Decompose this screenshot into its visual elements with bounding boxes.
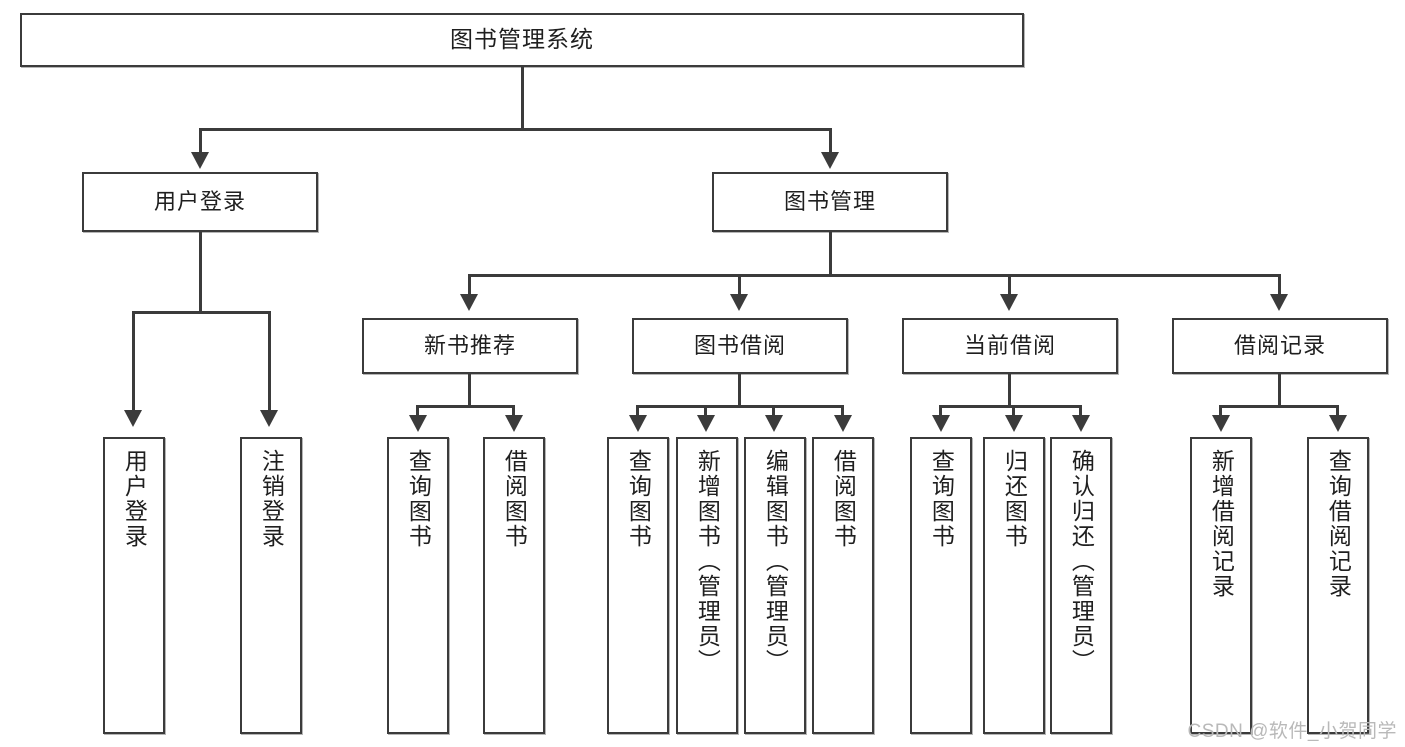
- node-label: 图书管理: [783, 189, 876, 215]
- node-borrow-record[interactable]: 借阅记录: [1172, 318, 1388, 374]
- arrow-root-to-book-management: [821, 152, 839, 169]
- connector-current-c3: [1079, 405, 1082, 417]
- arrow-record-left: [1212, 415, 1230, 432]
- node-label: 图书借阅: [693, 333, 786, 359]
- connector-book-management-stem: [829, 232, 832, 276]
- connector-bm-to-recommend: [468, 274, 471, 296]
- arrow-user-login-right: [260, 410, 278, 427]
- arrow-current-c3: [1072, 415, 1090, 432]
- connector-book-management-bus: [468, 274, 1280, 277]
- connector-root-bus: [199, 128, 831, 131]
- arrow-root-to-user-login: [191, 152, 209, 169]
- arrow-recommend-right: [505, 415, 523, 432]
- connector-borrow-bus: [636, 405, 844, 408]
- node-label: 编辑图书（管理员）: [762, 449, 789, 674]
- arrow-bm-to-current: [1000, 294, 1018, 311]
- connector-recommend-stem: [468, 374, 471, 408]
- node-label: 查询图书: [405, 449, 432, 549]
- leaf-query-borrow-record[interactable]: 查询借阅记录: [1307, 437, 1369, 734]
- connector-current-bus: [939, 405, 1081, 408]
- arrow-record-right: [1329, 415, 1347, 432]
- leaf-query-book-recommend[interactable]: 查询图书: [387, 437, 449, 734]
- node-user-login[interactable]: 用户登录: [82, 172, 318, 232]
- node-label: 借阅图书: [501, 449, 528, 549]
- node-label: 新书推荐: [423, 333, 516, 359]
- arrow-bm-to-borrow: [730, 294, 748, 311]
- node-label: 借阅记录: [1233, 333, 1326, 359]
- connector-borrow-c1: [636, 405, 639, 417]
- connector-bm-to-borrow: [738, 274, 741, 296]
- leaf-user-login[interactable]: 用户登录: [103, 437, 165, 734]
- connector-bm-to-current: [1008, 274, 1011, 296]
- arrow-borrow-c2: [697, 415, 715, 432]
- node-label: 借阅图书: [830, 449, 857, 549]
- node-label: 确认归还（管理员）: [1068, 449, 1095, 674]
- leaf-borrow-book[interactable]: 借阅图书: [812, 437, 874, 734]
- arrow-borrow-c3: [765, 415, 783, 432]
- node-label: 当前借阅: [963, 333, 1056, 359]
- leaf-logout[interactable]: 注销登录: [240, 437, 302, 734]
- connector-bm-to-record: [1278, 274, 1281, 296]
- connector-current-stem: [1008, 374, 1011, 408]
- node-root-system[interactable]: 图书管理系统: [20, 13, 1024, 67]
- connector-root-to-book-management: [829, 128, 832, 154]
- leaf-query-book-borrow[interactable]: 查询图书: [607, 437, 669, 734]
- connector-borrow-stem: [738, 374, 741, 408]
- arrow-recommend-left: [409, 415, 427, 432]
- leaf-add-book-admin[interactable]: 新增图书（管理员）: [676, 437, 738, 734]
- node-label: 归还图书: [1001, 449, 1028, 549]
- leaf-add-borrow-record[interactable]: 新增借阅记录: [1190, 437, 1252, 734]
- connector-recommend-bus: [416, 405, 515, 408]
- connector-root-to-user-login: [199, 128, 202, 154]
- arrow-borrow-c1: [629, 415, 647, 432]
- leaf-borrow-book-recommend[interactable]: 借阅图书: [483, 437, 545, 734]
- node-label: 查询借阅记录: [1325, 449, 1352, 599]
- connector-current-c2: [1012, 405, 1015, 417]
- connector-user-login-stem: [199, 232, 202, 313]
- node-book-borrow[interactable]: 图书借阅: [632, 318, 848, 374]
- node-label: 查询图书: [928, 449, 955, 549]
- node-book-management[interactable]: 图书管理: [712, 172, 948, 232]
- leaf-edit-book-admin[interactable]: 编辑图书（管理员）: [744, 437, 806, 734]
- arrow-current-c2: [1005, 415, 1023, 432]
- leaf-query-book-current[interactable]: 查询图书: [910, 437, 972, 734]
- connector-record-bus: [1219, 405, 1339, 408]
- node-label: 新增借阅记录: [1208, 449, 1235, 599]
- connector-current-c1: [939, 405, 942, 417]
- connector-record-stem: [1278, 374, 1281, 408]
- connector-recommend-right: [512, 405, 515, 417]
- connector-record-right: [1336, 405, 1339, 417]
- connector-recommend-left: [416, 405, 419, 417]
- arrow-bm-to-recommend: [460, 294, 478, 311]
- node-label: 注销登录: [258, 449, 285, 549]
- connector-user-login-bus: [132, 311, 270, 314]
- arrow-bm-to-record: [1270, 294, 1288, 311]
- connector-borrow-c3: [772, 405, 775, 417]
- connector-borrow-c2: [704, 405, 707, 417]
- connector-root-stem: [521, 67, 524, 130]
- arrow-user-login-left: [124, 410, 142, 427]
- node-label: 新增图书（管理员）: [694, 449, 721, 674]
- connector-record-left: [1219, 405, 1222, 417]
- node-new-book-recommend[interactable]: 新书推荐: [362, 318, 578, 374]
- node-current-borrow[interactable]: 当前借阅: [902, 318, 1118, 374]
- node-label: 用户登录: [121, 449, 148, 549]
- connector-user-login-right: [268, 311, 271, 412]
- arrow-current-c1: [932, 415, 950, 432]
- node-label: 查询图书: [625, 449, 652, 549]
- arrow-borrow-c4: [834, 415, 852, 432]
- connector-user-login-left: [132, 311, 135, 412]
- node-label: 图书管理系统: [450, 26, 594, 53]
- node-label: 用户登录: [153, 189, 246, 215]
- leaf-confirm-return-admin[interactable]: 确认归还（管理员）: [1050, 437, 1112, 734]
- leaf-return-book[interactable]: 归还图书: [983, 437, 1045, 734]
- connector-borrow-c4: [841, 405, 844, 417]
